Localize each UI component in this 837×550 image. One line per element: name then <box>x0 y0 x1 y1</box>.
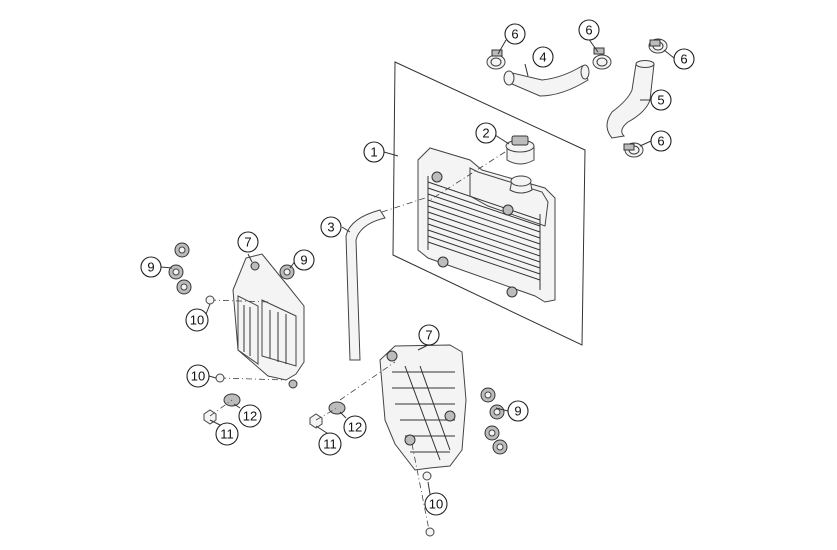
callout-label: 4 <box>539 50 546 65</box>
callout-6: 6 <box>673 48 695 70</box>
callout-label: 1 <box>370 145 377 160</box>
callout-11: 11 <box>215 422 239 446</box>
callout-3: 3 <box>320 216 342 238</box>
hose-5 <box>606 63 655 139</box>
radiator-cap <box>429 135 535 201</box>
radiator-guard-right <box>339 344 467 536</box>
callout-9: 9 <box>507 400 529 422</box>
callout-label: 6 <box>680 52 687 67</box>
callout-label: 7 <box>425 328 432 343</box>
callout-11: 11 <box>318 432 342 456</box>
callout-7: 7 <box>418 324 440 346</box>
callout-5: 5 <box>650 89 672 111</box>
callout-label: 9 <box>300 253 307 268</box>
callout-label: 2 <box>482 126 489 141</box>
callout-label: 3 <box>327 220 334 235</box>
callout-label: 11 <box>323 437 337 452</box>
callout-label: 12 <box>243 409 257 424</box>
callout-label: 10 <box>191 369 205 384</box>
callout-label: 6 <box>511 27 518 42</box>
callout-label: 9 <box>514 404 521 419</box>
callout-6: 6 <box>504 23 526 45</box>
callout-label: 7 <box>244 235 251 250</box>
callout-12: 12 <box>343 415 367 439</box>
radiator-guard-left <box>209 253 305 389</box>
leader-lines <box>160 37 675 495</box>
callout-10: 10 <box>185 308 209 332</box>
callout-2: 2 <box>475 122 497 144</box>
callout-label: 9 <box>147 260 154 275</box>
callout-7: 7 <box>237 231 259 253</box>
callout-10: 10 <box>186 364 210 388</box>
callout-9: 9 <box>140 256 162 278</box>
hose-4 <box>507 65 589 97</box>
callout-9: 9 <box>293 249 315 271</box>
callout-6: 6 <box>578 19 600 41</box>
radiator-assembly-frame <box>392 61 586 346</box>
hose-3 <box>345 209 386 361</box>
hose-clamp <box>623 142 644 158</box>
callout-label: 6 <box>657 134 664 149</box>
callout-label: 11 <box>220 427 234 442</box>
callout-label: 10 <box>190 313 204 328</box>
callout-4: 4 <box>532 46 554 68</box>
radiator <box>417 147 556 303</box>
callout-label: 10 <box>429 497 443 512</box>
callout-label: 12 <box>348 420 362 435</box>
grommet <box>168 242 295 295</box>
callout-1: 1 <box>363 141 385 163</box>
screw <box>205 295 435 537</box>
callout-10: 10 <box>424 492 448 516</box>
callout-12: 12 <box>238 404 262 428</box>
callout-6: 6 <box>650 130 672 152</box>
hose-clamp <box>592 47 612 70</box>
hose-clamp <box>486 49 506 70</box>
grommet <box>480 387 508 455</box>
callout-label: 5 <box>657 93 664 108</box>
callout-label: 6 <box>585 23 592 38</box>
hose-clamp <box>648 38 668 54</box>
